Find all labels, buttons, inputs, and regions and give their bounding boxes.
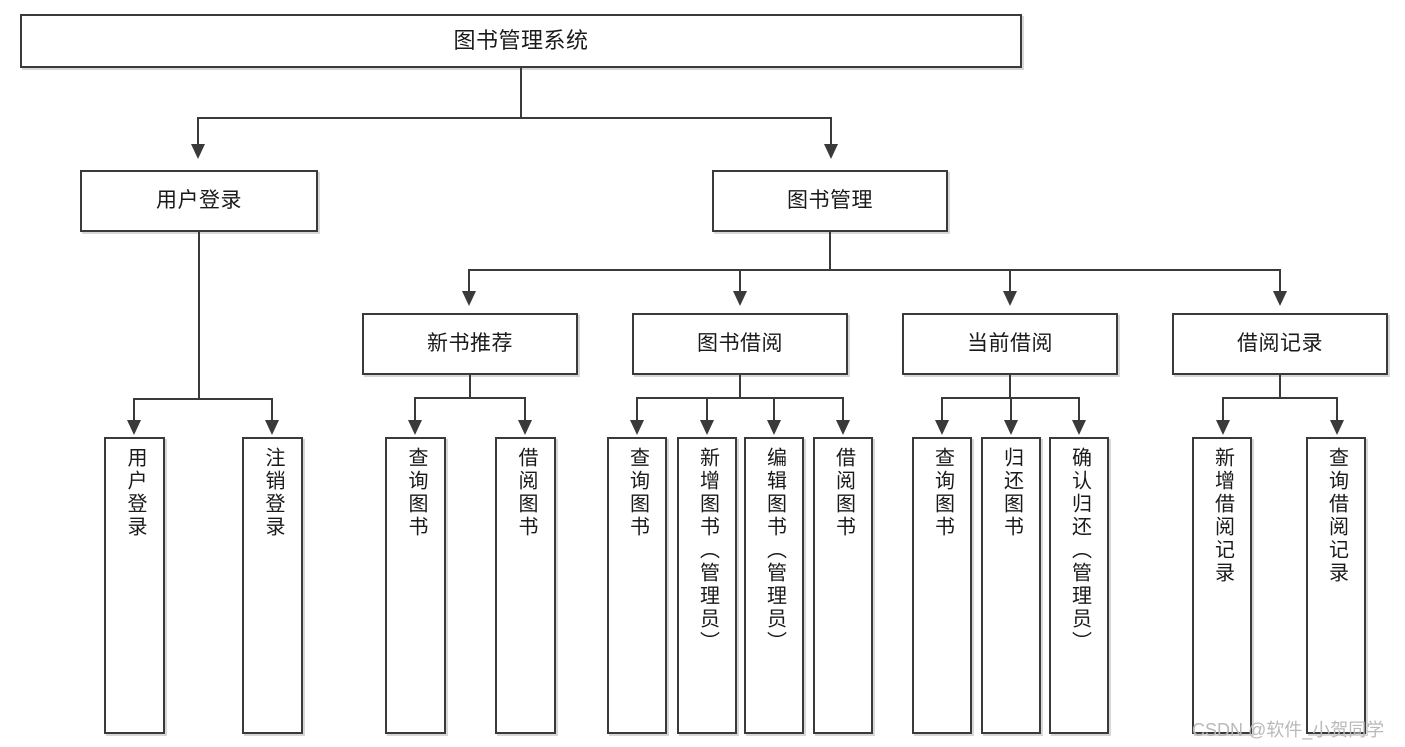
leaf-book-borrow-edit[interactable]: 编辑图书（管理员）: [744, 437, 804, 734]
connector-new-book-stem: [469, 375, 471, 399]
node-label: 归还图书: [1000, 447, 1023, 539]
connector-current-borrow-to-leaf-0: [941, 397, 943, 422]
leaf-user-login-logout[interactable]: 注销登录: [242, 437, 303, 734]
arrowhead-new-book-leaf-1: [518, 420, 532, 435]
node-book-management[interactable]: 图书管理: [712, 170, 948, 232]
connector-borrow-record-stem: [1279, 375, 1281, 399]
arrowhead-user-login-leaf-0: [127, 420, 141, 435]
arrowhead-book-borrow-leaf-0: [630, 420, 644, 435]
connector-user-login-bus: [133, 398, 272, 400]
connector-book-mgmt-stem: [829, 232, 831, 271]
node-label: 新增借阅记录: [1211, 447, 1234, 585]
arrowhead-root-to-user-login: [191, 144, 205, 159]
node-label: 查询图书: [626, 447, 649, 539]
node-label: 借阅记录: [1237, 331, 1323, 355]
connector-root-bus: [197, 117, 832, 119]
arrowhead-current-borrow-leaf-1: [1004, 420, 1018, 435]
connector-new-book-bus: [414, 397, 526, 399]
connector-book-mgmt-to-current: [1009, 269, 1011, 293]
node-label: 编辑图书（管理员）: [763, 447, 786, 654]
connector-borrow-record-to-leaf-0: [1222, 397, 1224, 422]
connector-borrow-record-bus: [1222, 397, 1338, 399]
node-label: 查询图书: [931, 447, 954, 539]
leaf-book-borrow-add[interactable]: 新增图书（管理员）: [677, 437, 737, 734]
leaf-new-book-borrow[interactable]: 借阅图书: [495, 437, 556, 734]
arrowhead-book-mgmt-current: [1003, 291, 1017, 306]
node-book-borrow[interactable]: 图书借阅: [632, 313, 848, 375]
arrowhead-book-borrow-leaf-3: [836, 420, 850, 435]
leaf-book-borrow-query[interactable]: 查询图书: [607, 437, 667, 734]
connector-book-borrow-stem: [739, 375, 741, 399]
node-label: 查询图书: [405, 447, 427, 539]
connector-new-book-to-leaf-0: [414, 397, 416, 422]
connector-book-borrow-to-leaf-1: [706, 397, 708, 422]
node-label: 新书推荐: [427, 331, 513, 355]
leaf-new-book-query[interactable]: 查询图书: [385, 437, 446, 734]
arrowhead-book-mgmt-record: [1273, 291, 1287, 306]
arrowhead-user-login-leaf-1: [265, 420, 279, 435]
leaf-current-borrow-query[interactable]: 查询图书: [912, 437, 972, 734]
connector-book-mgmt-bus: [468, 269, 1280, 271]
node-user-login[interactable]: 用户登录: [80, 170, 318, 232]
connector-user-login-to-leaf-0: [133, 398, 135, 422]
connector-user-login-to-leaf-1: [271, 398, 273, 422]
connector-book-borrow-to-leaf-3: [842, 397, 844, 422]
connector-root-stem: [520, 68, 522, 117]
node-new-book-recommend[interactable]: 新书推荐: [362, 313, 578, 375]
arrowhead-book-mgmt-borrow: [733, 291, 747, 306]
connector-current-borrow-to-leaf-2: [1078, 397, 1080, 422]
arrowhead-new-book-leaf-0: [408, 420, 422, 435]
node-label: 用户登录: [124, 447, 146, 539]
node-label: 借阅图书: [832, 447, 855, 539]
node-label: 查询借阅记录: [1325, 447, 1348, 585]
node-label: 当前借阅: [967, 331, 1053, 355]
node-label: 图书管理: [787, 188, 873, 212]
node-root-system[interactable]: 图书管理系统: [20, 14, 1022, 68]
node-label: 确认归还（管理员）: [1068, 447, 1091, 654]
leaf-borrow-record-add[interactable]: 新增借阅记录: [1192, 437, 1252, 734]
node-label: 图书借阅: [697, 331, 783, 355]
leaf-current-borrow-return[interactable]: 归还图书: [981, 437, 1041, 734]
connector-book-mgmt-to-record: [1279, 269, 1281, 293]
arrowhead-book-mgmt-new-book: [462, 291, 476, 306]
connector-book-borrow-to-leaf-2: [773, 397, 775, 422]
leaf-borrow-record-query[interactable]: 查询借阅记录: [1306, 437, 1366, 734]
connector-user-login-stem: [198, 232, 200, 400]
node-label: 图书管理系统: [453, 28, 589, 54]
node-label: 注销登录: [262, 447, 284, 539]
connector-root-to-book-mgmt: [830, 117, 832, 146]
leaf-book-borrow-borrow[interactable]: 借阅图书: [813, 437, 873, 734]
connector-book-borrow-bus: [636, 397, 844, 399]
arrowhead-borrow-record-leaf-0: [1216, 420, 1230, 435]
arrowhead-book-borrow-leaf-1: [700, 420, 714, 435]
node-label: 用户登录: [156, 188, 242, 212]
connector-book-mgmt-to-new-book: [468, 269, 470, 293]
connector-root-to-user-login: [197, 117, 199, 146]
leaf-current-borrow-confirm[interactable]: 确认归还（管理员）: [1049, 437, 1109, 734]
connector-borrow-record-to-leaf-1: [1336, 397, 1338, 422]
arrowhead-book-borrow-leaf-2: [767, 420, 781, 435]
node-current-borrow[interactable]: 当前借阅: [902, 313, 1118, 375]
arrowhead-current-borrow-leaf-0: [935, 420, 949, 435]
arrowhead-borrow-record-leaf-1: [1330, 420, 1344, 435]
node-label: 借阅图书: [515, 447, 537, 539]
arrowhead-root-to-book-mgmt: [824, 144, 838, 159]
connector-book-borrow-to-leaf-0: [636, 397, 638, 422]
node-borrow-record[interactable]: 借阅记录: [1172, 313, 1388, 375]
arrowhead-current-borrow-leaf-2: [1072, 420, 1086, 435]
connector-book-mgmt-to-borrow: [739, 269, 741, 293]
connector-current-borrow-to-leaf-1: [1010, 397, 1012, 422]
leaf-user-login-login[interactable]: 用户登录: [104, 437, 165, 734]
connector-current-borrow-stem: [1009, 375, 1011, 399]
node-label: 新增图书（管理员）: [696, 447, 719, 654]
connector-new-book-to-leaf-1: [524, 397, 526, 422]
